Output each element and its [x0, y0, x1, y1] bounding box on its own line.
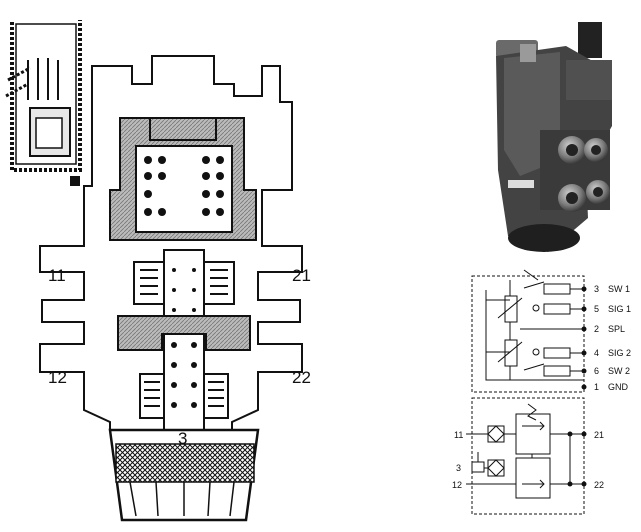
terminal-label-sig1: SIG 1 — [608, 304, 631, 314]
pneumatic-port-11: 11 — [454, 430, 463, 440]
valve-product-photo — [496, 22, 612, 252]
middle-valve-plate — [117, 315, 251, 351]
terminal-labels: 3 SW 1 5 SIG 1 2 SPL 4 SIG 2 6 SW 2 1 GN… — [594, 284, 631, 392]
center-spring — [171, 268, 197, 408]
pneumatic-port-3: 3 — [456, 463, 461, 473]
terminal-label-spl: SPL — [608, 324, 625, 334]
piston-holes — [144, 156, 224, 216]
pneumatic-port-22: 22 — [594, 480, 604, 490]
port-label-21: 21 — [292, 266, 311, 285]
terminal-num-4: 4 — [594, 348, 599, 358]
switch-contacts — [520, 281, 584, 377]
piston-block — [135, 145, 233, 233]
pneumatic-port-12: 12 — [452, 480, 462, 490]
upper-spring-chambers — [133, 261, 235, 305]
lower-spring-chambers — [139, 373, 229, 419]
terminal-num-2: 2 — [594, 324, 599, 334]
pneumatic-schematic: 11 21 3 12 22 — [452, 397, 604, 515]
terminal-label-sig2: SIG 2 — [608, 348, 631, 358]
terminal-num-5: 5 — [594, 304, 599, 314]
section-view: 11 21 12 22 3 — [5, 20, 311, 522]
pneumatic-port-21: 21 — [594, 430, 604, 440]
center-stem — [163, 249, 205, 431]
terminal-label-sw1: SW 1 — [608, 284, 630, 294]
terminal-num-6: 6 — [594, 366, 599, 376]
electrical-schematic: 3 SW 1 5 SIG 1 2 SPL 4 SIG 2 6 SW 2 1 GN… — [471, 269, 631, 393]
port-label-22: 22 — [292, 368, 311, 387]
port-label-11: 11 — [48, 266, 66, 285]
port-label-12: 12 — [48, 368, 67, 387]
silencer-mesh — [115, 443, 255, 483]
port-label-3: 3 — [178, 429, 187, 448]
terminal-label-sw2: SW 2 — [608, 366, 630, 376]
terminal-num-1: 1 — [594, 382, 599, 392]
terminal-label-gnd: GND — [608, 382, 629, 392]
terminal-num-3: 3 — [594, 284, 599, 294]
terminal-dots — [581, 286, 587, 390]
connector-housing — [5, 20, 82, 186]
